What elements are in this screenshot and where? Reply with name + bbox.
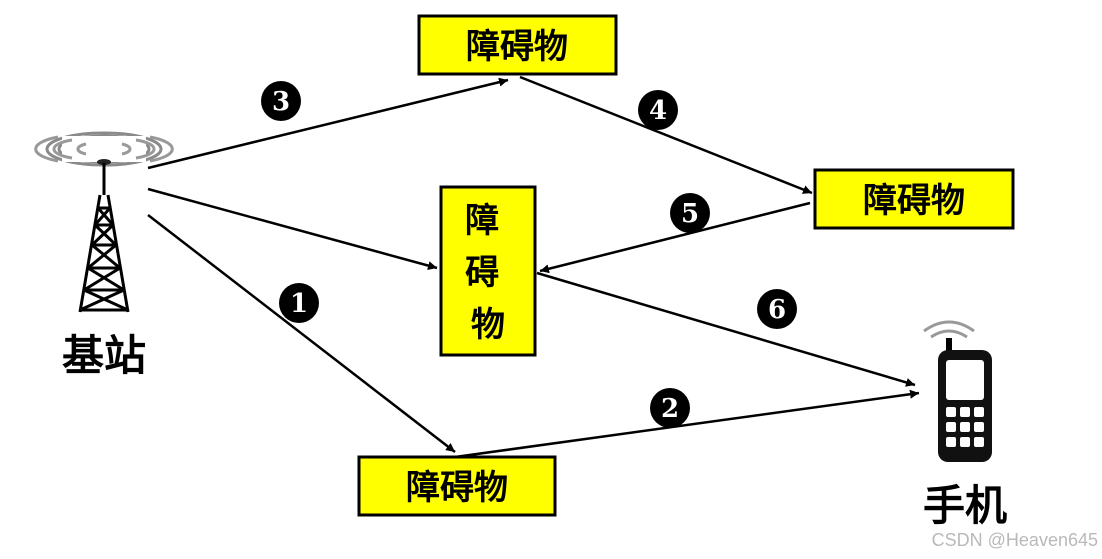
svg-text:6: 6 [768, 295, 786, 325]
svg-text:2: 2 [661, 394, 679, 424]
base-station-label: 基站 [62, 331, 146, 380]
obstacle-label-vertical: 障 碍 物 [465, 201, 511, 345]
obstacle-label: 障碍物 [863, 181, 965, 221]
obstacle-bottom: 障碍物 [357, 455, 557, 517]
obstacle-center: 障 碍 物 [439, 185, 537, 357]
step-badge-1: 1 [279, 283, 319, 323]
svg-text:4: 4 [649, 96, 667, 126]
path-2-arrow [454, 389, 920, 459]
obstacle-right: 障碍物 [813, 168, 1015, 230]
path-1-arrow [147, 214, 456, 453]
obstacle-label: 障碍物 [466, 27, 568, 67]
obstacle-label: 障碍物 [406, 468, 508, 508]
signal-paths [147, 75, 920, 459]
step-badge-5: 5 [670, 193, 710, 233]
step-badge-6: 6 [757, 289, 797, 329]
svg-text:3: 3 [272, 87, 290, 117]
svg-text:1: 1 [290, 289, 308, 319]
path-3-arrow [147, 77, 509, 170]
watermark-text: CSDN @Heaven645 [932, 530, 1098, 550]
svg-text:5: 5 [681, 199, 699, 229]
path-5-arrow [539, 201, 811, 274]
step-badge-2: 2 [650, 388, 690, 428]
step-badge-4: 4 [638, 90, 678, 130]
radio-tower-icon [34, 131, 174, 313]
path-4-arrow [519, 75, 813, 195]
phone-label: 手机 [923, 481, 1007, 530]
mobile-phone-icon [923, 320, 992, 462]
path-6-arrow [536, 271, 916, 387]
path-direct-center-arrow [147, 187, 438, 270]
obstacle-top: 障碍物 [417, 14, 618, 76]
step-badge-3: 3 [261, 81, 301, 121]
